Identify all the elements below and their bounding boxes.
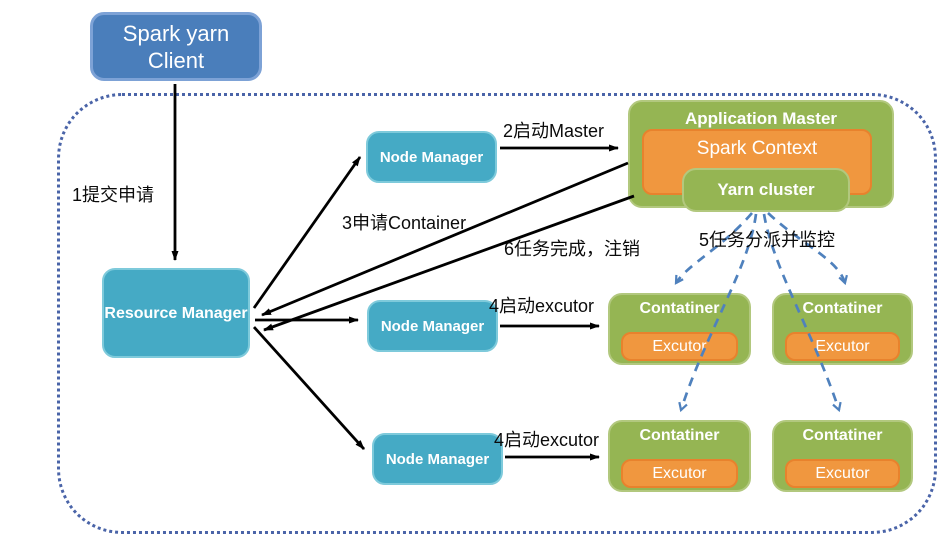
spark-yarn-client-box: Spark yarn Client (90, 12, 262, 81)
container-box-3: Contatiner Excutor (608, 420, 751, 492)
label-step4-start-executor-mid: 4启动excutor (489, 296, 595, 316)
yarn-cluster-boundary (57, 93, 937, 534)
container-box-2: Contatiner Excutor (772, 293, 913, 365)
spark-context-label: Spark Context (696, 138, 818, 159)
node-manager-label: Node Manager (379, 148, 484, 166)
yarn-cluster-label: Yarn cluster (717, 180, 815, 199)
spark-yarn-client-label: Spark yarn Client (122, 20, 230, 73)
node-manager-label: Node Manager (385, 450, 490, 468)
container-title: Contatiner (802, 427, 883, 444)
container-title: Contatiner (639, 300, 720, 317)
resource-manager-box: Resource Manager (102, 268, 250, 358)
label-step2-start-master: 2启动Master (503, 121, 605, 141)
node-manager-box-2: Node Manager (367, 300, 498, 352)
container-box-1: Contatiner Excutor (608, 293, 751, 365)
container-title: Contatiner (639, 427, 720, 444)
resource-manager-label: Resource Manager (104, 304, 248, 322)
node-manager-box-1: Node Manager (366, 131, 497, 183)
node-manager-label: Node Manager (380, 317, 485, 335)
executor-box: Excutor (621, 459, 738, 488)
application-master-title: Application Master (684, 109, 838, 128)
label-step1-submit: 1提交申请 (72, 185, 155, 205)
label-step4-start-executor-bottom: 4启动excutor (494, 430, 600, 450)
container-title: Contatiner (802, 300, 883, 317)
container-box-4: Contatiner Excutor (772, 420, 913, 492)
executor-box: Excutor (785, 332, 900, 361)
executor-box: Excutor (621, 332, 738, 361)
executor-box: Excutor (785, 459, 900, 488)
label-step5-dispatch-monitor: 5任务分派并监控 (699, 230, 836, 250)
yarn-cluster-box: Yarn cluster (682, 168, 850, 212)
label-step3-request-container: 3申请Container (342, 213, 467, 233)
label-step6-finish-unregister: 6任务完成，注销 (504, 239, 641, 259)
node-manager-box-3: Node Manager (372, 433, 503, 485)
